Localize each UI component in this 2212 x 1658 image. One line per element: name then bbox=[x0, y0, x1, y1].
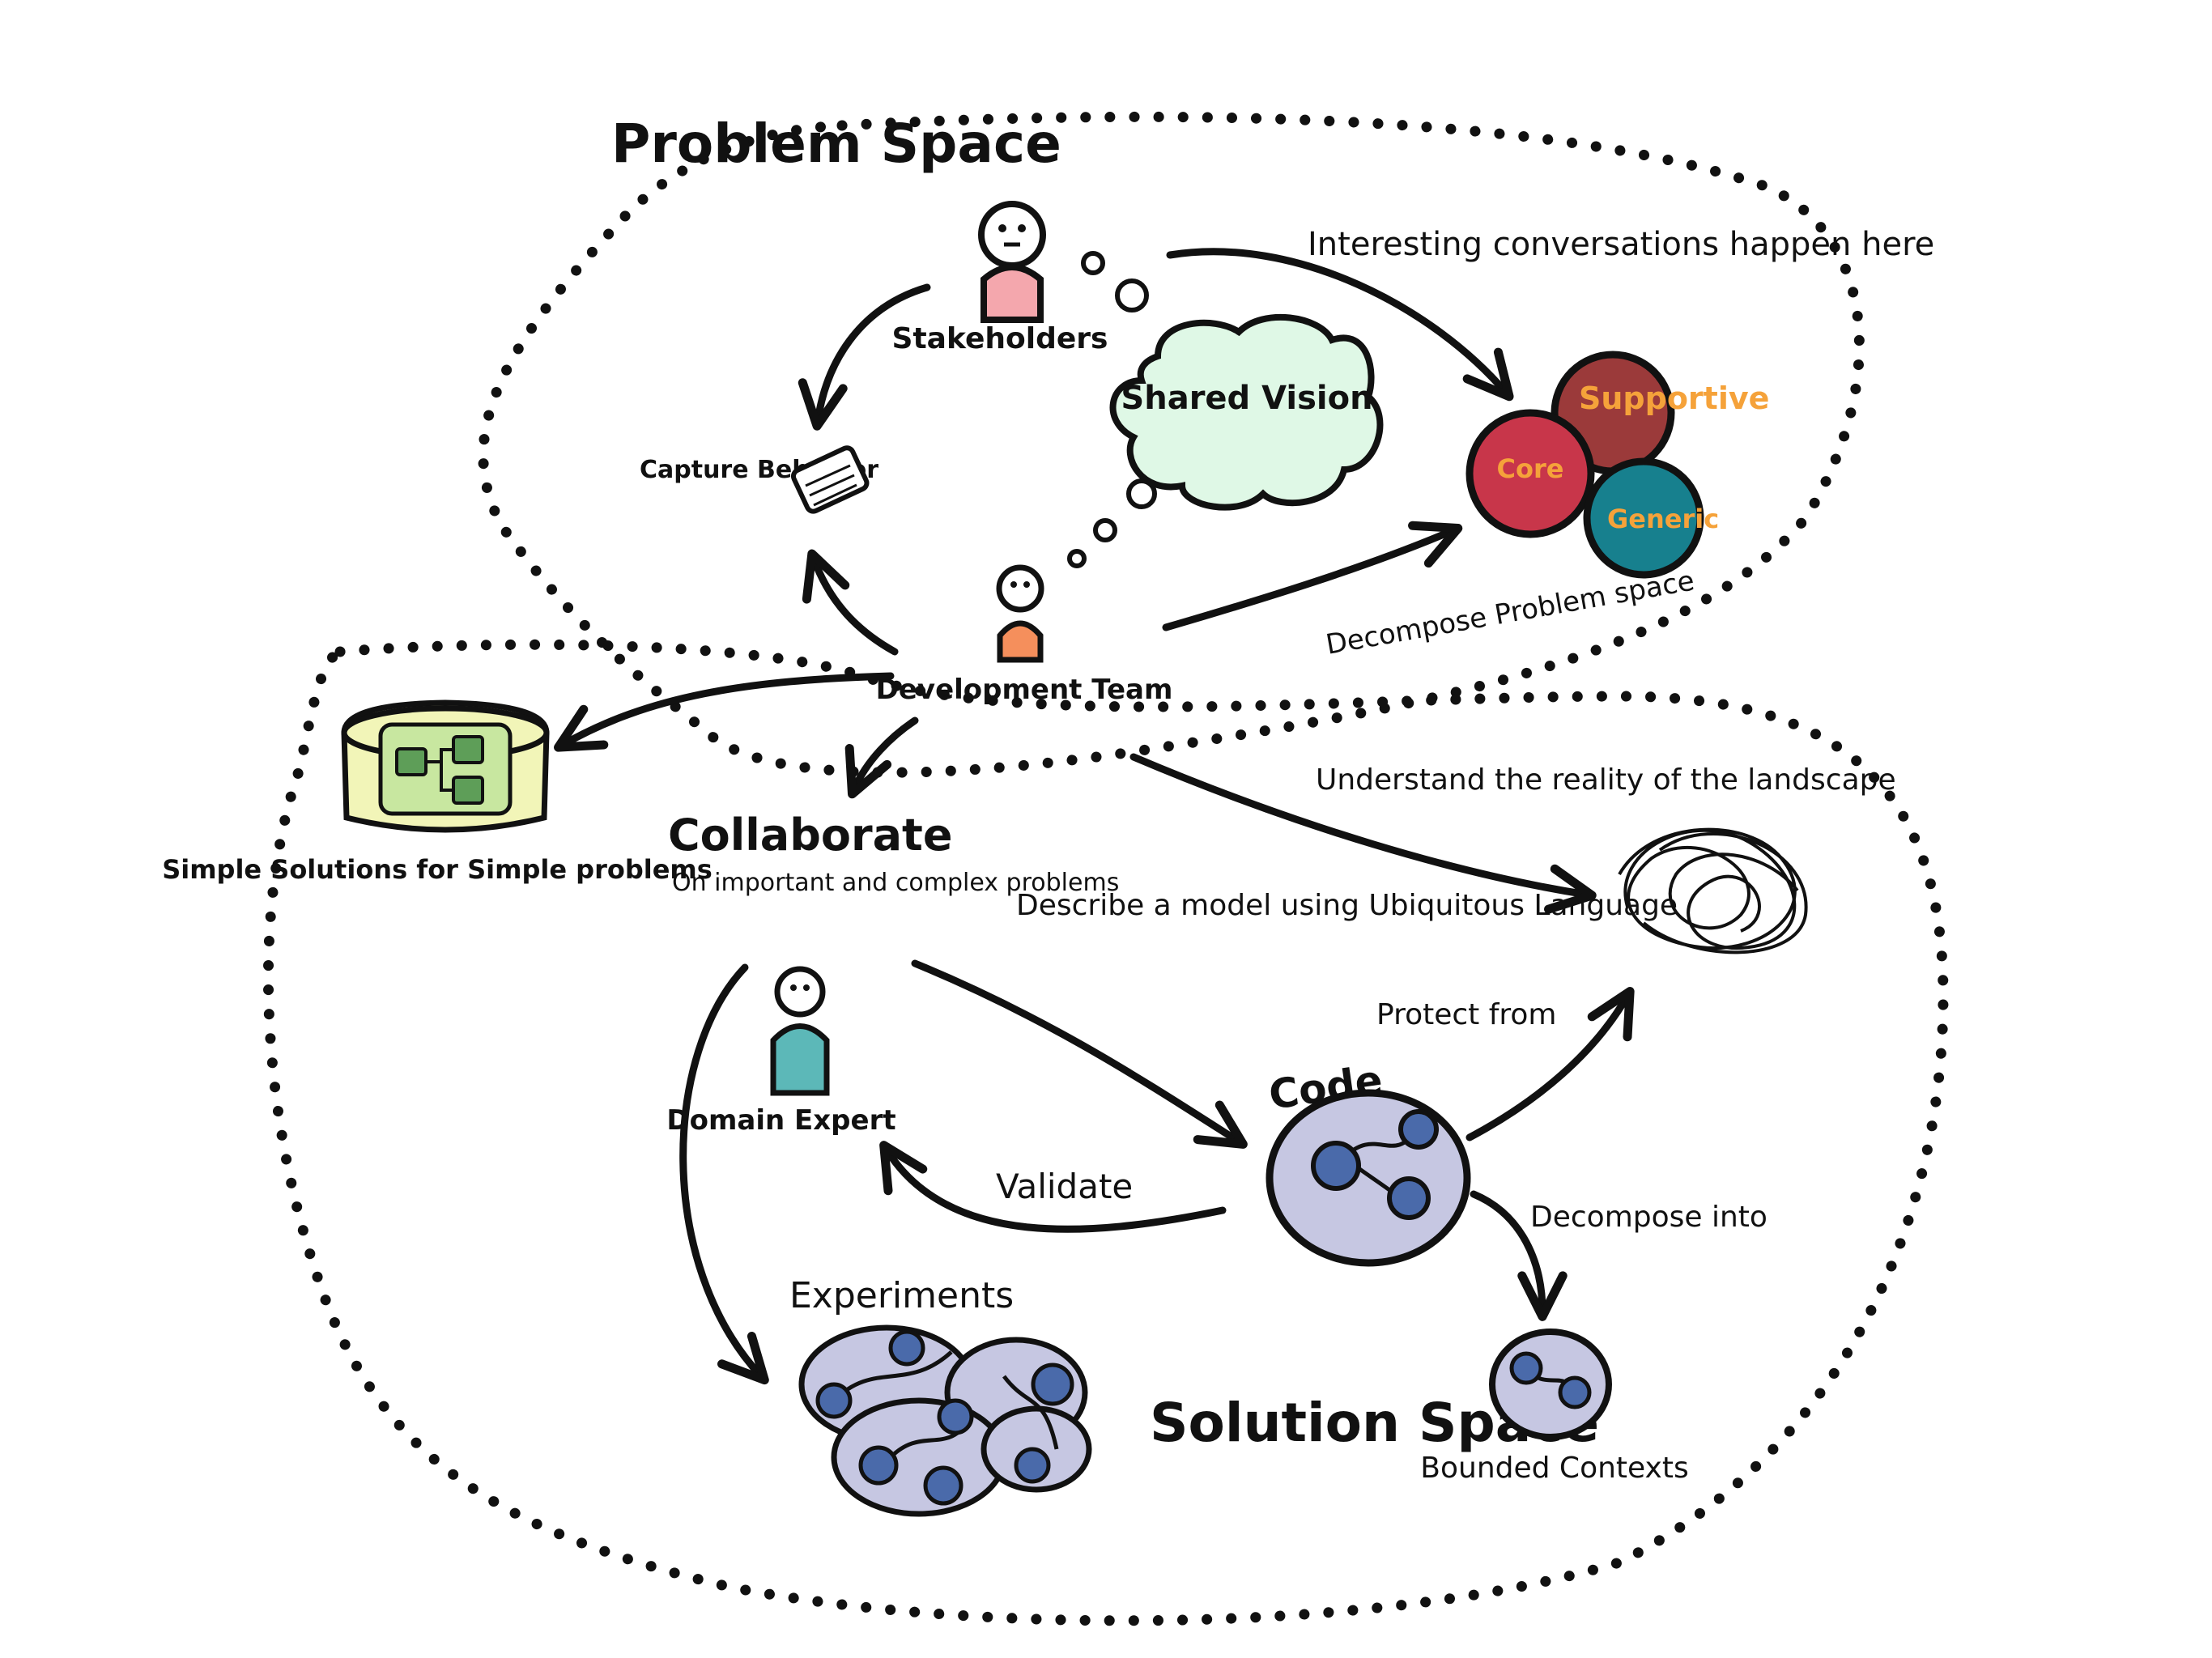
validate-label: Validate bbox=[996, 1167, 1133, 1206]
thought-bubble-dot bbox=[1081, 251, 1105, 275]
stakeholders-label: Stakeholders bbox=[892, 322, 1108, 355]
arrow-dev-to-landscape bbox=[1129, 753, 1597, 914]
supportive-label: Supportive bbox=[1579, 380, 1769, 416]
collaborate-sub-text: On important and complex problems bbox=[672, 869, 1119, 897]
subdomains-cluster: Supportive Core Generic bbox=[1465, 351, 1769, 579]
stakeholders-label-text: Stakeholders bbox=[892, 322, 1108, 355]
arrow-code-validate-expert bbox=[879, 1141, 1227, 1233]
validate-text: Validate bbox=[996, 1167, 1133, 1206]
collaborate-title: Collaborate bbox=[668, 810, 952, 861]
shared-vision-cloud bbox=[1109, 313, 1384, 511]
thought-bubble-dot bbox=[1067, 549, 1087, 568]
problem-space-boundary bbox=[478, 111, 1865, 778]
arrow-dev-to-subdomains bbox=[1162, 521, 1463, 631]
core-label: Core bbox=[1497, 453, 1564, 484]
notes-icon bbox=[790, 445, 870, 514]
arrow-collaborate-to-code bbox=[911, 959, 1248, 1149]
arrows bbox=[554, 248, 1635, 1385]
expert-body bbox=[770, 1023, 830, 1096]
domain-expert-figure bbox=[770, 966, 830, 1096]
understand-reality-text: Understand the reality of the landscape bbox=[1316, 763, 1896, 797]
development-team-label: Development Team bbox=[876, 674, 1173, 706]
bounded-contexts-label: Bounded Contexts bbox=[1420, 1452, 1688, 1485]
shared-vision-text: Shared Vision bbox=[1121, 380, 1372, 417]
collaborate-text: Collaborate bbox=[668, 810, 952, 861]
problem-space-title: Problem Space bbox=[611, 113, 1061, 175]
simple-solutions-text: Simple Solutions for Simple problems bbox=[162, 854, 713, 885]
stakeholder-body bbox=[981, 264, 1044, 323]
generic-subdomain bbox=[1583, 457, 1704, 579]
development-team-figure bbox=[996, 564, 1044, 663]
arrow-dev-to-capture bbox=[802, 549, 899, 656]
core-text: Core bbox=[1497, 453, 1564, 484]
experiments-text: Experiments bbox=[789, 1275, 1014, 1316]
thought-bubble-dot bbox=[1115, 278, 1149, 312]
solution-space-boundary bbox=[262, 639, 1949, 1626]
dev-head bbox=[996, 564, 1044, 613]
interesting-conversations-label: Interesting conversations happen here bbox=[1308, 226, 1934, 263]
generic-text: Generic bbox=[1607, 504, 1719, 534]
decompose-problem-text: Decompose Problem space bbox=[1324, 564, 1697, 661]
collaborate-subtitle: On important and complex problems bbox=[672, 869, 1119, 897]
domain-expert-text: Domain Expert bbox=[666, 1104, 895, 1137]
stakeholders-figure bbox=[978, 201, 1046, 323]
arrow-code-decompose-bounded bbox=[1470, 1190, 1568, 1321]
experiments-label: Experiments bbox=[789, 1275, 1014, 1316]
problem-space-title-text: Problem Space bbox=[611, 113, 1061, 175]
arrow-stakeholders-to-capture bbox=[798, 283, 931, 431]
decompose-problem-label: Decompose Problem space bbox=[1324, 564, 1697, 661]
thought-bubble-dot bbox=[1093, 518, 1117, 542]
decompose-into-text: Decompose into bbox=[1530, 1201, 1767, 1234]
interesting-conversations-text: Interesting conversations happen here bbox=[1308, 226, 1934, 263]
complex-landscape-tangle bbox=[1618, 827, 1808, 954]
arrow-dev-to-simple-solutions bbox=[554, 672, 895, 752]
experiments-cluster bbox=[798, 1324, 1092, 1517]
arrow-dev-to-collaborate bbox=[844, 716, 919, 799]
bounded-context-bubble bbox=[1489, 1329, 1612, 1440]
domain-expert-label: Domain Expert bbox=[666, 1104, 895, 1137]
shared-vision-label: Shared Vision bbox=[1121, 380, 1372, 417]
expert-head bbox=[774, 966, 826, 1018]
development-team-text: Development Team bbox=[876, 674, 1173, 706]
core-subdomain bbox=[1465, 409, 1595, 538]
simple-solutions-label: Simple Solutions for Simple problems bbox=[162, 854, 713, 885]
decompose-into-label: Decompose into bbox=[1530, 1201, 1767, 1234]
arrow-conversations-to-subdomains bbox=[1166, 248, 1514, 402]
generic-label: Generic bbox=[1607, 504, 1719, 534]
supportive-text: Supportive bbox=[1579, 380, 1769, 416]
protect-from-text: Protect from bbox=[1376, 998, 1557, 1031]
dev-body bbox=[997, 620, 1044, 663]
stakeholder-head bbox=[978, 201, 1046, 269]
simple-solutions-box bbox=[341, 699, 550, 833]
protect-from-label: Protect from bbox=[1376, 998, 1557, 1031]
thought-bubble-dot bbox=[1126, 478, 1157, 509]
arrow-code-protect-landscape bbox=[1465, 987, 1635, 1141]
code-bubble bbox=[1266, 1089, 1471, 1267]
arrow-collaborate-to-experiments bbox=[679, 963, 769, 1385]
bounded-contexts-text: Bounded Contexts bbox=[1420, 1452, 1688, 1485]
understand-reality-label: Understand the reality of the landscape bbox=[1316, 763, 1896, 797]
